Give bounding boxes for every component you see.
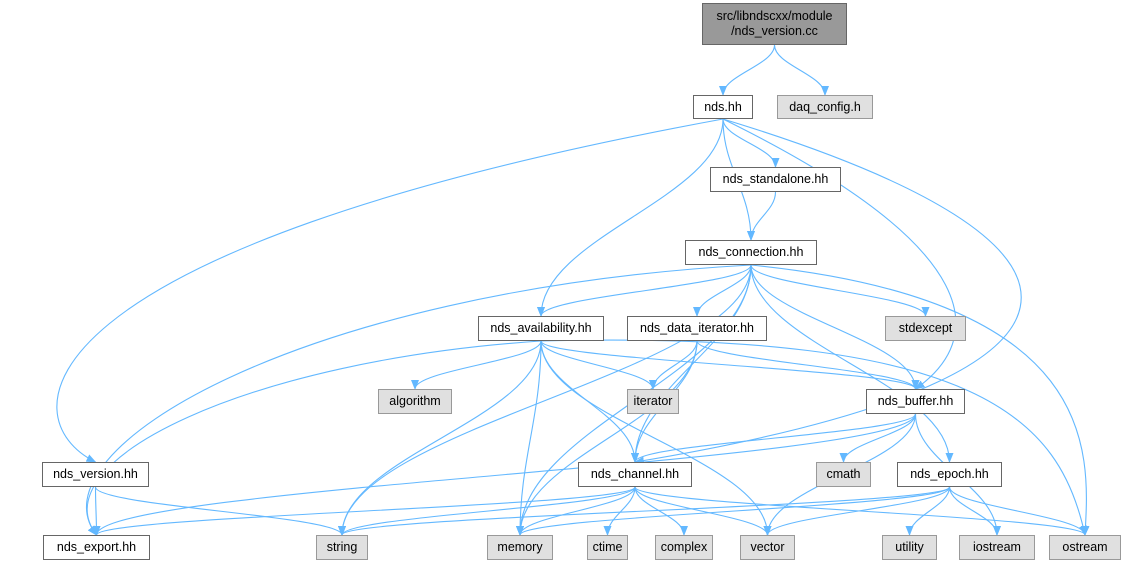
edge-nds-version-to-nds-export — [92, 486, 101, 536]
edge-nds-channel-to-nds-export — [92, 486, 636, 536]
node-vector[interactable]: vector — [740, 535, 795, 560]
edge-nds-data-iterator-to-nds-buffer — [696, 340, 920, 390]
edge-nds-connection-to-nds-availability — [537, 264, 752, 317]
edge-nds-hh-to-nds-version — [56, 118, 724, 463]
edge-nds-data-iterator-to-iterator — [649, 340, 698, 390]
edge-nds-connection-to-nds-buffer — [750, 264, 920, 390]
edge-nds-connection-to-nds-data-iterator — [693, 264, 752, 317]
edge-nds-epoch-to-vector — [763, 486, 951, 536]
node-stdexcept[interactable]: stdexcept — [885, 316, 966, 341]
edge-nds-availability-to-nds-buffer — [540, 340, 920, 390]
edge-nds-connection-to-string — [338, 264, 752, 536]
edge-nds-hh-to-nds-channel — [634, 118, 1022, 465]
node-nds-standalone[interactable]: nds_standalone.hh — [710, 167, 841, 192]
node-memory[interactable]: memory — [487, 535, 553, 560]
edge-nds-channel-to-memory — [516, 486, 636, 536]
edge-nds-connection-to-ostream — [750, 264, 1090, 536]
edge-root-to-daq-config — [773, 44, 829, 96]
node-iterator[interactable]: iterator — [627, 389, 679, 414]
edge-nds-availability-to-iterator — [540, 340, 657, 390]
edge-nds-data-iterator-to-memory — [516, 340, 698, 536]
node-utility[interactable]: utility — [882, 535, 937, 560]
node-nds-version[interactable]: nds_version.hh — [42, 462, 149, 487]
edge-nds-buffer-to-cmath — [839, 413, 917, 463]
edge-nds-buffer-to-nds-channel — [631, 413, 917, 463]
edge-nds-epoch-to-memory — [516, 486, 951, 536]
edge-nds-connection-to-stdexcept — [750, 264, 930, 317]
node-ostream[interactable]: ostream — [1049, 535, 1121, 560]
node-nds-hh[interactable]: nds.hh — [693, 95, 753, 119]
node-algorithm[interactable]: algorithm — [378, 389, 452, 414]
edge-nds-hh-to-nds-standalone — [722, 118, 780, 168]
node-iostream[interactable]: iostream — [959, 535, 1035, 560]
node-string[interactable]: string — [316, 535, 368, 560]
edge-nds-epoch-to-iostream — [948, 486, 1001, 536]
edge-nds-availability-to-ostream — [540, 339, 1087, 536]
node-complex[interactable]: complex — [655, 535, 713, 560]
node-nds-channel[interactable]: nds_channel.hh — [578, 462, 692, 487]
edge-root-to-nds-hh — [719, 44, 776, 96]
edge-nds-availability-to-string — [338, 340, 542, 536]
edge-nds-channel-to-complex — [634, 486, 688, 536]
node-nds-connection[interactable]: nds_connection.hh — [685, 240, 817, 265]
edge-nds-epoch-to-utility — [905, 486, 951, 536]
node-nds-data-iterator[interactable]: nds_data_iterator.hh — [627, 316, 767, 341]
edge-nds-standalone-to-nds-connection — [747, 191, 777, 241]
node-nds-export[interactable]: nds_export.hh — [43, 535, 150, 560]
edge-nds-availability-to-algorithm — [411, 340, 542, 390]
edge-nds-connection-to-nds-channel — [631, 264, 752, 463]
edge-nds-epoch-to-ostream — [948, 486, 1089, 536]
edge-nds-connection-to-nds-epoch — [750, 264, 954, 463]
edge-nds-version-to-string — [94, 486, 346, 536]
edge-nds-availability-to-nds-export — [86, 340, 542, 536]
edge-nds-hh-to-nds-availability — [537, 118, 724, 317]
edge-nds-buffer-to-nds-export — [92, 413, 917, 536]
edge-nds-connection-to-nds-export — [85, 264, 752, 536]
node-nds-availability[interactable]: nds_availability.hh — [478, 316, 604, 341]
node-root[interactable]: src/libndscxx/module /nds_version.cc — [702, 3, 847, 45]
edge-nds-availability-to-vector — [540, 340, 772, 536]
edge-nds-channel-to-ctime — [603, 486, 636, 536]
node-cmath[interactable]: cmath — [816, 462, 871, 487]
node-nds-epoch[interactable]: nds_epoch.hh — [897, 462, 1002, 487]
node-nds-buffer[interactable]: nds_buffer.hh — [866, 389, 965, 414]
edge-nds-epoch-to-string — [338, 486, 951, 536]
edge-nds-channel-to-string — [338, 486, 636, 536]
edge-nds-channel-to-vector — [634, 486, 772, 536]
node-ctime[interactable]: ctime — [587, 535, 628, 560]
node-daq-config[interactable]: daq_config.h — [777, 95, 873, 119]
